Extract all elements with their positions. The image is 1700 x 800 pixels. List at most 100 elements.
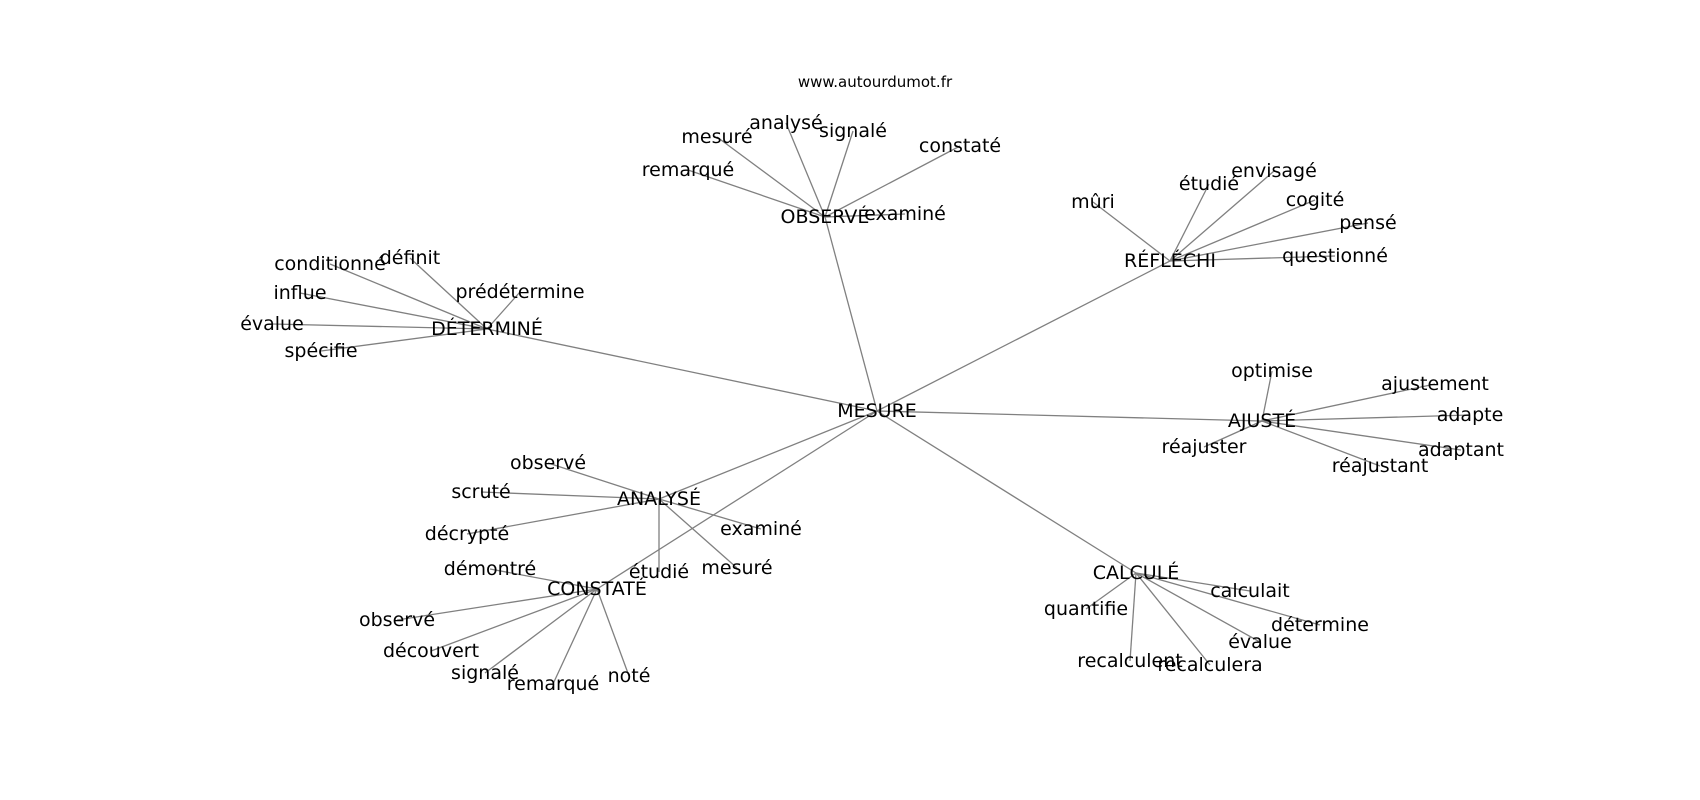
leaf-label-det-2: influe [273,282,326,304]
edge-ref-3 [1169,199,1316,262]
edge-det-1 [409,257,488,330]
edge-center-det [486,328,878,412]
edge-con-1 [396,588,598,621]
edge-con-4 [552,588,598,685]
edge-cal-5 [1135,572,1211,666]
leaf-label-det-5: spécifie [284,340,357,362]
node-label-center: MESURE [837,400,917,422]
leaf-label-cal-0: calculait [1210,580,1290,602]
edge-con-3 [484,588,598,674]
edge-obs-2 [785,122,826,218]
leaf-label-con-1: observé [359,609,435,631]
edge-ana-1 [480,491,660,500]
edge-cal-4 [1129,572,1137,662]
edge-obs-0 [687,169,826,218]
leaf-label-aju-0: optimise [1231,360,1313,382]
source-label: www.autourdumot.fr [798,73,953,91]
edge-ana-4 [658,498,738,569]
node-label-cal: CALCULÉ [1093,561,1180,584]
leaf-label-ref-4: pensé [1339,212,1396,234]
leaf-label-con-4: remarqué [507,673,600,695]
edge-center-con [596,410,878,590]
edge-con-2 [430,588,598,652]
leaf-label-ana-1: scruté [451,481,510,503]
node-label-det: DÉTERMINÉ [431,317,543,340]
leaf-label-obs-3: signalé [819,120,887,142]
edge-ana-3 [658,498,762,530]
leaf-label-obs-5: examiné [864,203,946,225]
edge-det-3 [486,291,521,330]
edge-center-ref [876,260,1171,412]
leaf-label-aju-5: réajustant [1332,455,1429,477]
leaf-label-aju-4: adaptant [1418,439,1504,461]
edge-con-5 [596,588,630,677]
leaf-label-obs-0: remarqué [642,159,735,181]
leaf-label-ref-2: envisagé [1231,160,1317,182]
edge-obs-5 [824,213,906,218]
leaf-label-ref-3: cogité [1286,189,1345,211]
node-label-ref: RÉFLÉCHI [1124,249,1216,272]
edge-center-cal [876,410,1137,574]
leaf-label-ref-0: mûri [1071,191,1115,213]
leaf-label-ref-5: questionné [1282,245,1388,267]
node-label-aju: AJUSTÉ [1228,409,1296,432]
edge-center-aju [876,410,1263,422]
edge-aju-4 [1261,420,1462,451]
edge-obs-3 [824,130,854,218]
edge-center-obs [824,216,878,412]
node-label-con: CONSTATÉ [547,577,647,600]
edge-ref-5 [1169,255,1336,262]
edge-det-0 [329,263,488,330]
leaf-label-cal-1: quantifie [1044,598,1128,620]
edge-ana-2 [466,498,660,535]
leaf-label-cal-5: recalculera [1157,654,1262,676]
edge-det-5 [320,328,488,352]
edges [271,122,1471,685]
edge-ref-1 [1169,183,1210,262]
edge-aju-1 [1261,383,1436,422]
edge-cal-2 [1135,572,1321,626]
leaf-label-ana-5: étudié [629,561,689,583]
leaf-label-ana-0: observé [510,452,586,474]
edge-ref-4 [1169,222,1369,262]
edge-ref-2 [1169,170,1275,262]
leaf-label-obs-2: analysé [749,112,822,134]
edge-cal-1 [1085,572,1137,610]
edge-aju-5 [1261,420,1381,467]
node-label-ana: ANALYSÉ [617,487,701,510]
leaf-label-det-4: évalue [240,313,304,335]
leaf-label-ana-2: décrypté [425,523,509,545]
edge-center-ana [658,410,878,500]
leaf-label-ref-1: étudié [1179,173,1239,195]
edge-ref-0 [1092,201,1171,262]
leaf-label-con-3: signalé [451,662,519,684]
edge-aju-3 [1203,420,1263,448]
edge-obs-1 [716,136,826,218]
edge-ana-0 [547,462,660,500]
leaf-label-cal-2: détermine [1271,614,1369,636]
edge-cal-0 [1135,572,1251,592]
leaf-label-det-0: conditionné [274,253,386,275]
node-label-obs: OBSERVÉ [781,205,870,228]
edge-cal-3 [1135,572,1261,643]
leaf-label-aju-2: adapte [1437,404,1504,426]
leaf-label-det-1: définit [380,247,441,269]
leaf-label-ana-4: mesuré [701,557,772,579]
leaf-label-ana-3: examiné [720,518,802,540]
leaf-label-con-0: démontré [444,558,536,580]
leaf-label-cal-3: évalue [1228,631,1292,653]
leaf-label-aju-3: réajuster [1162,436,1247,458]
leaf-label-con-2: découvert [383,640,479,662]
edge-aju-0 [1261,370,1273,422]
leaf-label-aju-1: ajustement [1381,373,1489,395]
leaf-label-obs-4: constaté [919,135,1001,157]
edge-obs-4 [824,145,961,218]
labels: remarquémesuréanalysésignaléconstatéexam… [240,112,1504,695]
edge-aju-2 [1261,414,1471,422]
leaf-label-con-5: noté [608,665,651,687]
leaf-label-cal-4: recalculent [1077,650,1182,672]
edge-det-2 [299,292,488,330]
leaf-label-obs-1: mesuré [681,126,752,148]
edge-det-4 [271,323,488,330]
